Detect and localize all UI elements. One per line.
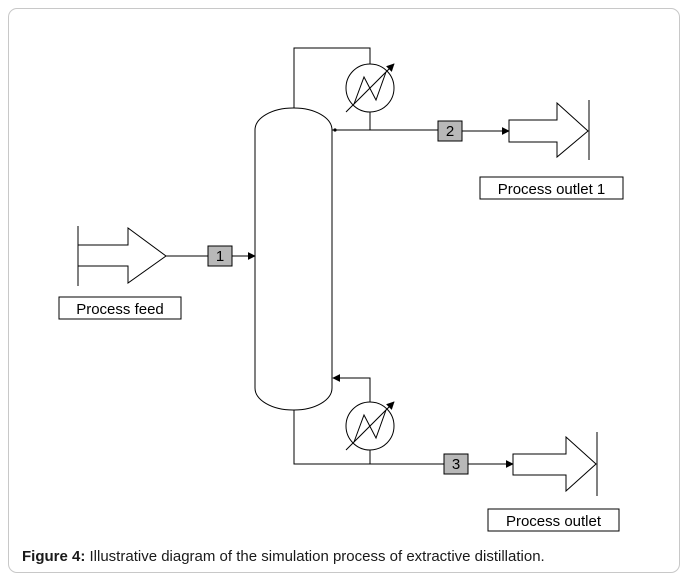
outlet-1-product-arrow-icon: [508, 101, 589, 159]
condenser-heat-exchanger-icon: [345, 63, 395, 113]
feed-label: Process feed: [76, 301, 164, 318]
feed-product-arrow-icon: [77, 227, 167, 284]
figure-frame: [8, 8, 680, 573]
stream-1-label: 1: [216, 248, 224, 265]
figure-caption: Figure 4: Illustrative diagram of the si…: [22, 548, 682, 565]
outlet-1-label-box: [479, 176, 624, 200]
outlet-product-arrow-icon: [512, 435, 597, 493]
reboiler-loop-line: [293, 410, 444, 465]
condenser-loop-line: [293, 47, 371, 108]
outlet-label: Process outlet: [506, 513, 602, 530]
reboiler-return-line: [332, 374, 371, 402]
outlet-label-box: [487, 508, 620, 532]
caption-text: Illustrative diagram of the simulation p…: [85, 548, 545, 565]
distillation-column: [254, 107, 333, 411]
caption-label: Figure 4:: [22, 548, 86, 565]
feed-label-box: [58, 296, 182, 320]
reboiler-heat-exchanger-icon: [345, 401, 395, 451]
stream-3-label: 3: [452, 456, 460, 473]
outlet-1-label: Process outlet 1: [498, 181, 606, 198]
stream-2-label: 2: [446, 123, 454, 140]
